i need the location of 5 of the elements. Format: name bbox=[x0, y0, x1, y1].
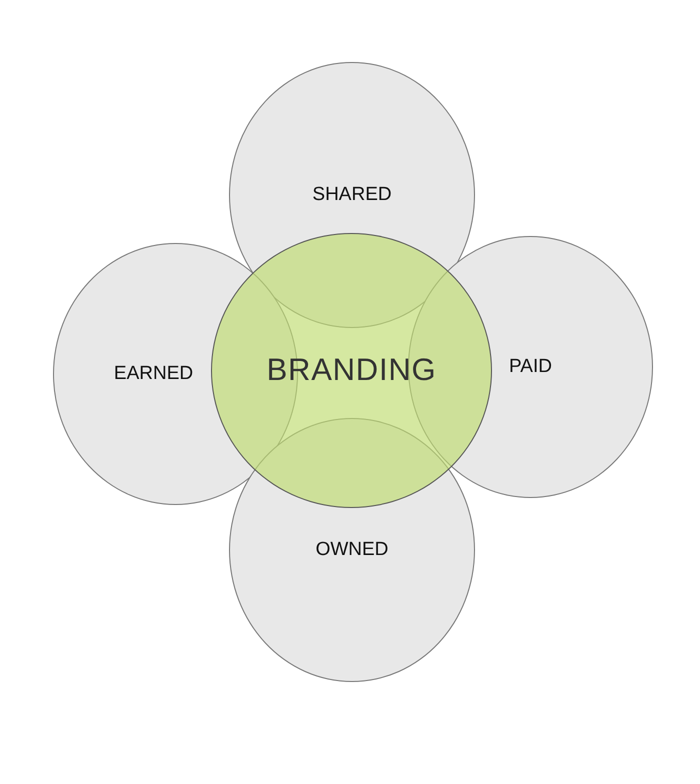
circle-label: PAID bbox=[509, 354, 552, 379]
circle-label: OWNED bbox=[316, 538, 388, 562]
circle-label: EARNED bbox=[114, 362, 194, 386]
circle-label: BRANDING bbox=[266, 351, 436, 390]
circle-label: SHARED bbox=[312, 182, 392, 207]
